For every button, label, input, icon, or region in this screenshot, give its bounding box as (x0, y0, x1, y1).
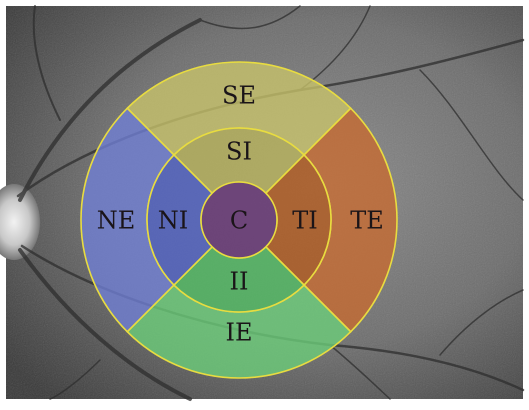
label-c: C (230, 207, 248, 235)
label-ti: TI (292, 207, 318, 235)
label-ne: NE (97, 207, 136, 235)
label-ii: II (230, 268, 249, 296)
label-si: SI (226, 138, 252, 166)
label-ni: NI (158, 207, 188, 235)
label-te: TE (350, 207, 384, 235)
label-ie: IE (226, 319, 253, 347)
label-se: SE (222, 82, 256, 110)
